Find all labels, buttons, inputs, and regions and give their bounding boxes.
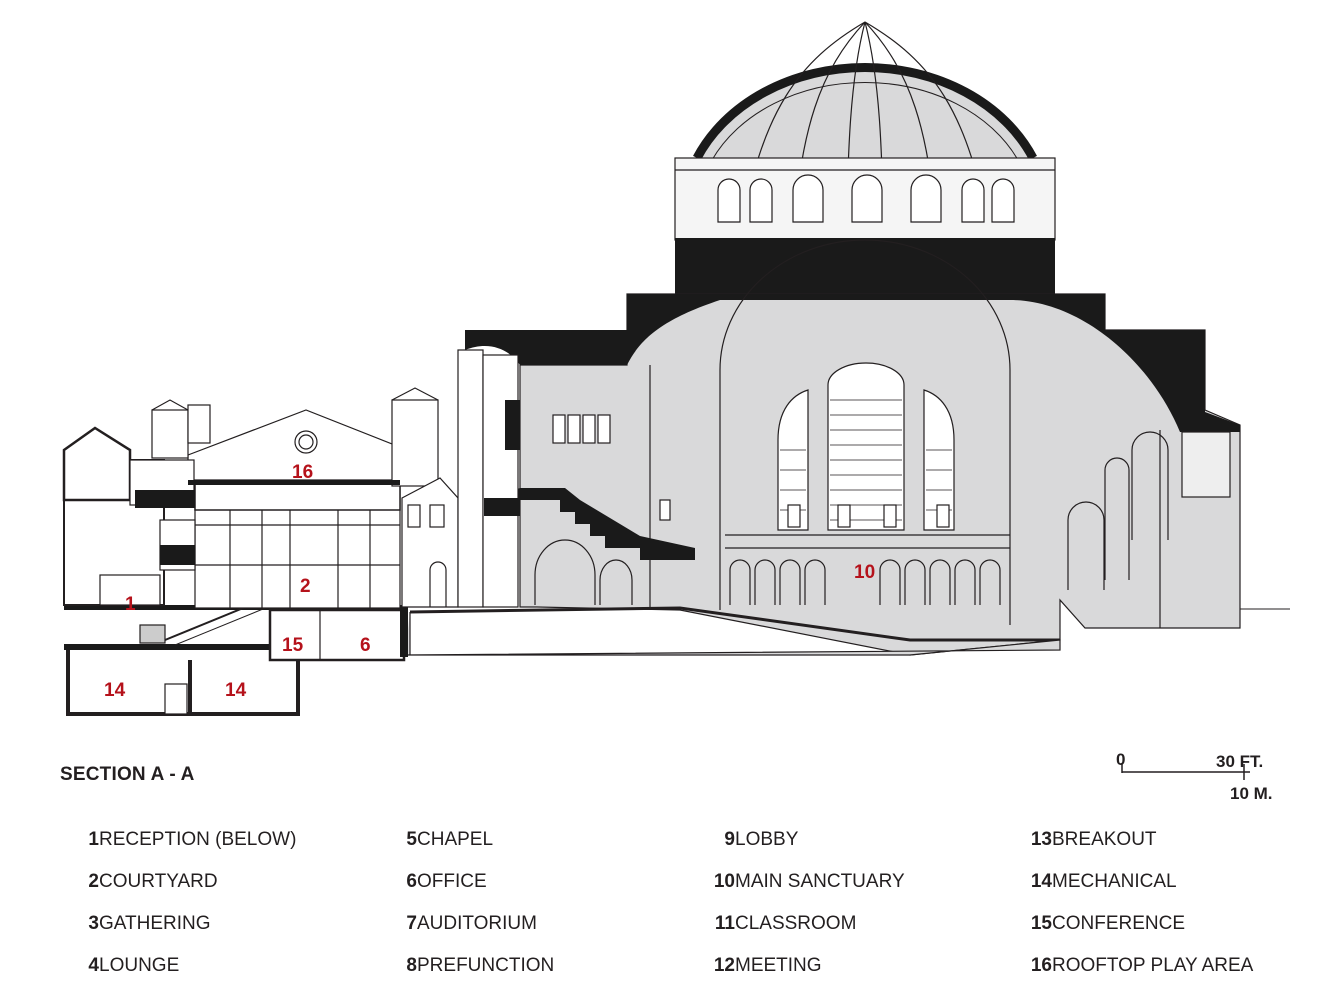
side-windows [552,414,950,528]
dome [674,21,1056,294]
legend-number: 13 [1030,829,1052,850]
legend-label: MECHANICAL [1052,871,1177,892]
left-wing [62,349,520,716]
callout-15: 15 [282,635,304,656]
legend-label: COURTYARD [99,871,218,892]
legend-number: 16 [1030,955,1052,976]
section-title: SECTION A - A [60,764,195,785]
legend-label: BREAKOUT [1052,829,1157,850]
legend-label: CLASSROOM [735,913,857,934]
sanctuary-arcade [725,534,1010,605]
legend-number: 15 [1030,913,1052,934]
legend-number: 10 [713,871,735,892]
legend-number: 2 [88,871,99,892]
legend-label: MAIN SANCTUARY [735,871,905,892]
legend-label: RECEPTION (BELOW) [99,829,297,850]
callout-1: 1 [125,594,136,615]
callout-2: 2 [300,576,311,597]
scale-zero: 0 [1116,750,1126,769]
legend-label: CONFERENCE [1052,913,1186,934]
legend-number: 11 [714,913,735,934]
legend-number: 7 [406,913,417,934]
callout-16: 16 [292,462,313,483]
legend-number: 1 [88,829,99,850]
callout-10: 10 [854,562,875,583]
room-callouts: 1 2 6 10 14 14 15 16 [104,462,875,701]
scale-bar: 0 30 FT. 10 M. [1100,748,1300,808]
sanctuary-section [404,239,1290,656]
legend-number: 4 [88,955,99,976]
legend-label: OFFICE [417,871,487,892]
legend-label: ROOFTOP PLAY AREA [1052,955,1254,976]
legend-number: 8 [406,955,417,976]
legend-number: 6 [406,871,417,892]
legend-label: LOUNGE [99,955,180,976]
legend-number: 5 [406,829,417,850]
legend-label: GATHERING [99,913,211,934]
rose-window [777,362,955,531]
legend-number: 3 [88,913,99,934]
callout-6: 6 [360,635,371,656]
scale-meters: 10 M. [1230,784,1273,803]
dome-windows [717,174,1015,223]
legend-number: 14 [1030,871,1052,892]
scale-bar-line [1121,764,1250,780]
callout-14a: 14 [104,680,126,701]
legend-number: 12 [713,955,735,976]
legend-label: MEETING [735,955,822,976]
legend-label: PREFUNCTION [417,955,555,976]
section-drawing: 1 2 6 10 14 14 15 16 [62,21,1290,716]
scale-feet: 30 FT. [1216,752,1264,771]
legend-label: CHAPEL [417,829,494,850]
legend-label: LOBBY [735,829,799,850]
callout-14b: 14 [225,680,247,701]
legend-label: AUDITORIUM [417,913,537,934]
legend-number: 9 [724,829,735,850]
